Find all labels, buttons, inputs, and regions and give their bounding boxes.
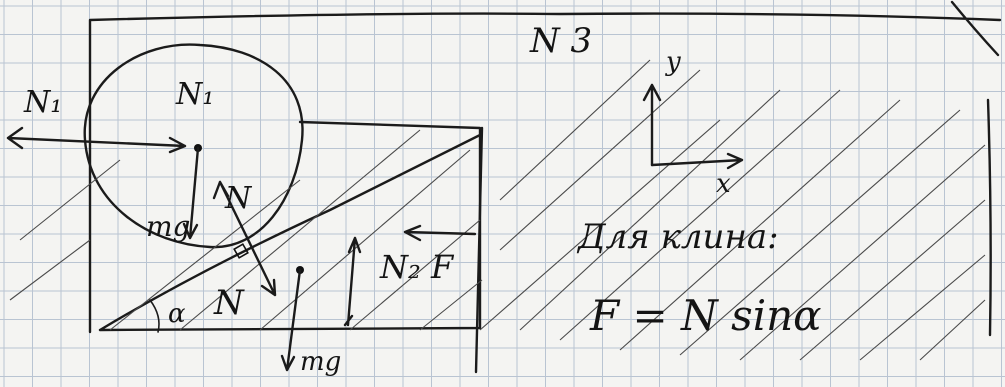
n-ball-label: N	[224, 181, 253, 216]
hatching	[9, 59, 986, 361]
problem-frame	[88, 0, 1002, 337]
wedge-mg-arrow	[280, 268, 302, 372]
axis-y-arrow	[642, 83, 662, 167]
f-arrow	[403, 224, 477, 242]
ball-mg-arrow	[182, 146, 200, 240]
normal-force-arrows	[212, 180, 277, 297]
n1-arrow	[6, 126, 187, 154]
n1-left-label: N₁	[23, 85, 62, 120]
n2-f-label: N₂ F	[379, 248, 455, 286]
axis-y-label: y	[665, 47, 681, 77]
axis-x-label: x	[716, 169, 731, 199]
alpha-label: α	[168, 299, 186, 329]
mg-ball-label: mg	[146, 210, 190, 243]
n-wedge-label: N	[213, 283, 245, 323]
right-angle-mark	[233, 243, 249, 259]
alpha-arc	[149, 299, 160, 333]
n2-arrow	[343, 236, 362, 327]
ball-circle	[83, 43, 304, 249]
axis-x-arrow	[650, 152, 744, 170]
problem-number: N 3	[529, 21, 592, 61]
force-equation: F = N sinα	[589, 291, 822, 340]
wedge-right-side	[474, 126, 484, 374]
n1-ball-label: N₁	[175, 77, 214, 112]
wedge-caption: Для клина:	[576, 217, 779, 257]
mg-wedge-label: mg	[300, 347, 341, 377]
